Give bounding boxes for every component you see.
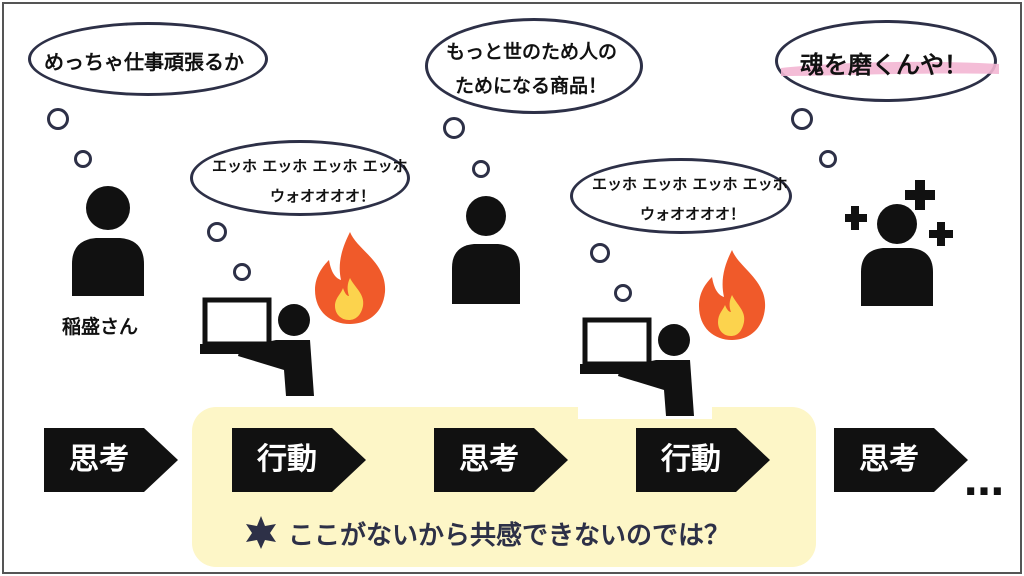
step-label-5: 思考 bbox=[859, 442, 919, 477]
person-label: 稲盛さん bbox=[62, 316, 139, 338]
bubble-2-text-line1: エッホ エッホ エッホ エッホ bbox=[212, 157, 408, 175]
step-arrow-2 bbox=[232, 428, 366, 492]
pink-marker-stroke bbox=[781, 61, 999, 76]
bubble-4-text-line1: エッホ エッホ エッホ エッホ bbox=[592, 175, 788, 193]
thought-bubble-5 bbox=[775, 20, 997, 102]
step-arrow-5 bbox=[834, 428, 968, 492]
step-label-4: 行動 bbox=[661, 442, 721, 477]
step-label-1: 思考 bbox=[69, 442, 129, 477]
thought-bubble-1 bbox=[28, 22, 268, 96]
thought-bubble-3 bbox=[425, 18, 643, 114]
laptop-worker-icon-1 bbox=[200, 297, 314, 396]
bubble-2-text-line2: ウォオオオオ！ bbox=[270, 187, 376, 205]
person-sparkle-icon bbox=[845, 180, 953, 306]
bubble-2-dot-large bbox=[207, 222, 227, 242]
step-label-3: 思考 bbox=[459, 442, 519, 477]
laptop-worker-icon-2 bbox=[580, 317, 694, 416]
bubble-1-dot-small bbox=[74, 150, 92, 168]
bubble-3-dot-large bbox=[443, 117, 465, 139]
bubble-5-dot-large bbox=[791, 108, 813, 130]
person-icon-1 bbox=[72, 186, 144, 296]
thought-bubble-4 bbox=[570, 158, 792, 234]
bubble-2-dot-small bbox=[233, 263, 251, 281]
ellipsis: … bbox=[964, 459, 1004, 505]
bubble-1-text: めっちゃ仕事頑張るか bbox=[44, 50, 244, 74]
note-text: ここがないから共感できないのでは？ bbox=[288, 521, 731, 551]
person-icon-2 bbox=[452, 196, 520, 304]
bubble-5-dot-small bbox=[819, 150, 837, 168]
flame-icon-1 bbox=[315, 232, 386, 324]
flame-icon-2 bbox=[699, 250, 766, 340]
bubble-5-text: 魂を磨くんや！ bbox=[800, 51, 968, 79]
star-icon bbox=[246, 516, 276, 549]
bubble-4-dot-large bbox=[590, 243, 610, 263]
bubble-4-dot-small bbox=[614, 284, 632, 302]
step-arrow-3 bbox=[434, 428, 568, 492]
step-arrow-4 bbox=[636, 428, 770, 492]
step-arrow-1 bbox=[44, 428, 178, 492]
bubble-3-dot-small bbox=[472, 160, 490, 178]
step-label-2: 行動 bbox=[257, 442, 317, 477]
bubble-4-text-line2: ウォオオオオ！ bbox=[640, 205, 746, 223]
bubble-3-text-line2: ためになる商品！ bbox=[455, 75, 608, 97]
thought-bubble-2 bbox=[190, 140, 410, 216]
bubble-1-dot-large bbox=[47, 108, 69, 130]
bubble-3-text-line1: もっと世のため人の bbox=[446, 41, 618, 63]
